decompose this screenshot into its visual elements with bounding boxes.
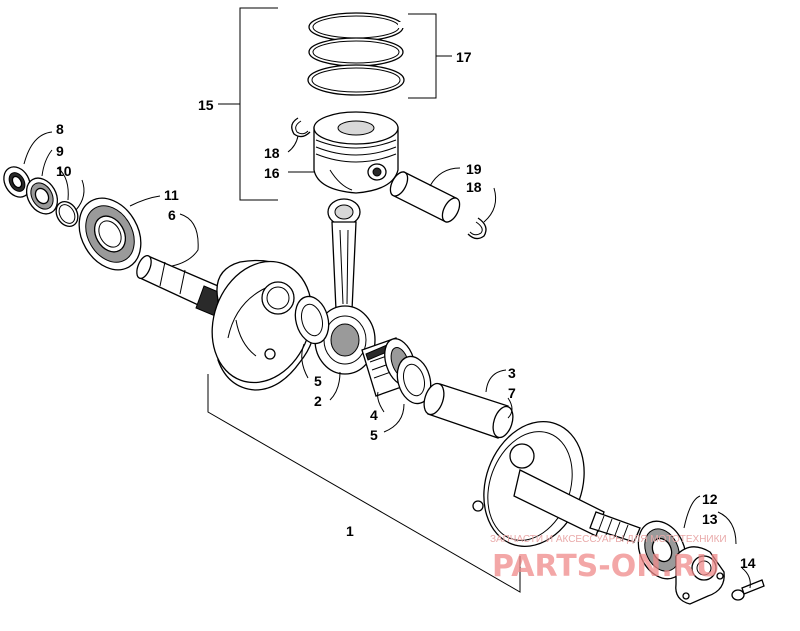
crank-pin xyxy=(423,382,514,439)
bearing-medium-left xyxy=(25,177,59,215)
label-5-right: 5 xyxy=(370,427,378,443)
crankshaft-left-half xyxy=(136,254,317,391)
label-18-lower: 18 xyxy=(466,179,482,195)
label-16: 16 xyxy=(264,165,280,181)
label-13: 13 xyxy=(702,511,718,527)
callout-lines xyxy=(23,7,751,593)
snap-ring-left xyxy=(55,201,79,227)
label-6: 6 xyxy=(168,207,176,223)
watermark-brand: PARTS-ON.RU xyxy=(492,549,720,584)
label-7: 7 xyxy=(508,385,516,401)
label-9: 9 xyxy=(56,143,64,159)
label-5-left: 5 xyxy=(314,373,322,389)
watermark-caption: ЗАПЧАСТИ И АКСЕССУАРЫ ДЛЯ МОТОТЕХНИКИ xyxy=(490,534,727,545)
connecting-rod xyxy=(314,198,376,375)
piston-rings xyxy=(307,12,405,96)
retainer-screw xyxy=(731,579,765,601)
part-labels: 1 2 3 4 5 5 6 7 8 9 10 11 12 13 14 15 16… xyxy=(56,49,756,571)
watermark: ЗАПЧАСТИ И АКСЕССУАРЫ ДЛЯ МОТОТЕХНИКИ PA… xyxy=(490,534,727,584)
bearing-small-left xyxy=(3,166,31,198)
piston xyxy=(313,111,399,194)
bearing-retainer-plate xyxy=(675,546,725,605)
label-17: 17 xyxy=(456,49,472,65)
label-1: 1 xyxy=(346,523,354,539)
label-11: 11 xyxy=(164,187,179,203)
label-14: 14 xyxy=(740,555,756,571)
circlip-upper xyxy=(291,117,311,138)
main-bearing-left xyxy=(78,197,142,271)
label-3: 3 xyxy=(508,365,516,381)
crankshaft-right-half xyxy=(472,421,641,547)
label-2: 2 xyxy=(314,393,322,409)
thrust-washer-left xyxy=(294,295,330,345)
label-8: 8 xyxy=(56,121,64,137)
label-4: 4 xyxy=(370,407,378,423)
piston-pin xyxy=(389,171,461,223)
label-12: 12 xyxy=(702,491,718,507)
label-10: 10 xyxy=(56,163,72,179)
label-18-upper: 18 xyxy=(264,145,280,161)
thrust-washer-right xyxy=(396,355,432,405)
circlip-lower xyxy=(467,217,487,240)
label-15: 15 xyxy=(198,97,214,113)
label-19: 19 xyxy=(466,161,482,177)
main-bearing-right xyxy=(637,520,687,580)
